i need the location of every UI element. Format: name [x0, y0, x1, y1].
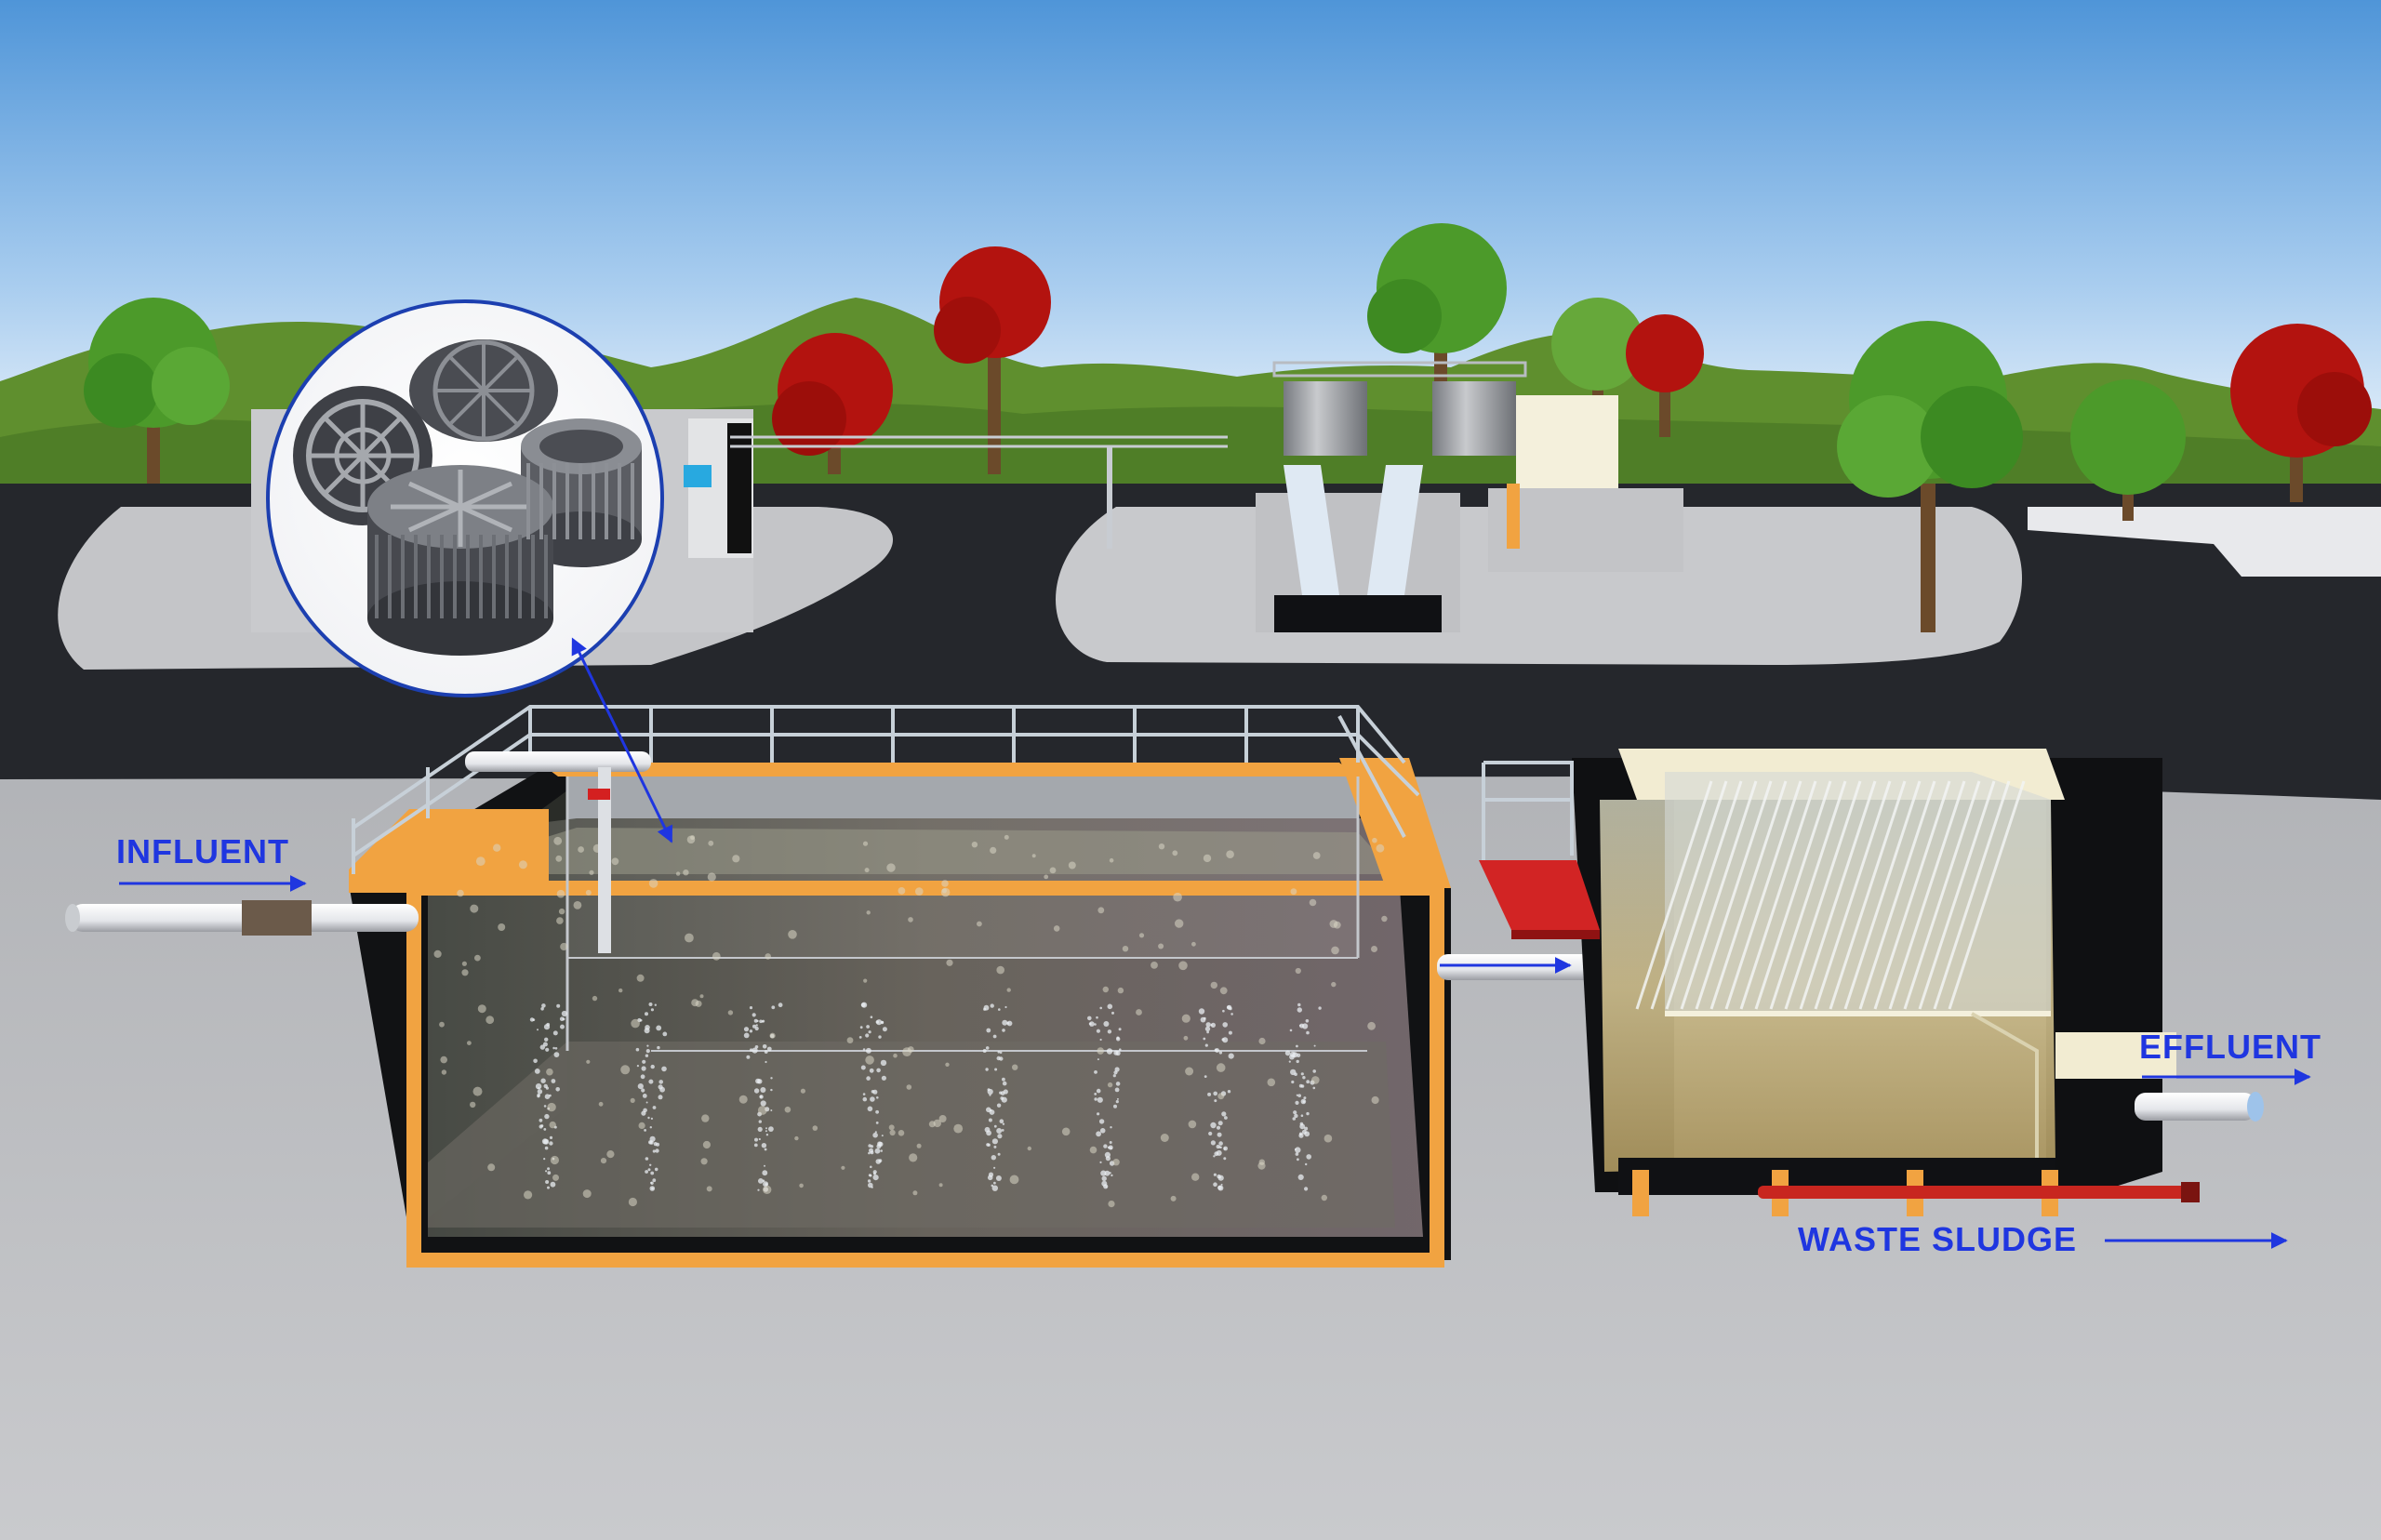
carrier-ribs — [375, 463, 634, 618]
aeration-tank — [349, 758, 1451, 1268]
biofilm-carrier-media-icon — [409, 339, 558, 442]
clarifier-platform — [1479, 761, 1600, 939]
aeration-bubbles — [433, 834, 1388, 1208]
influent-label: INFLUENT — [116, 832, 289, 870]
treatment-plant-background — [730, 361, 1683, 632]
effluent-label: EFFLUENT — [2139, 1028, 2321, 1066]
waste-sludge-label: WASTE SLUDGE — [1798, 1220, 2078, 1258]
tree — [1837, 321, 2023, 632]
tree — [2070, 379, 2186, 521]
carrier-media-inset — [266, 299, 664, 697]
transfer-pipe — [1437, 954, 1595, 980]
lamella-settler-plates — [1635, 780, 2026, 1010]
biofilm-carrier-media-icon — [367, 465, 553, 656]
clarifier-tank — [1572, 749, 2176, 1216]
waste-sludge-pipe — [1758, 1182, 2200, 1202]
influent-pipe — [65, 900, 419, 936]
tree — [2230, 324, 2372, 502]
inset-pointer-arrow — [571, 637, 673, 843]
effluent-pipe — [2135, 1092, 2264, 1122]
tree — [934, 246, 1051, 474]
tree — [84, 298, 230, 484]
tree — [1626, 314, 1704, 437]
back-pad-right — [2028, 507, 2381, 577]
